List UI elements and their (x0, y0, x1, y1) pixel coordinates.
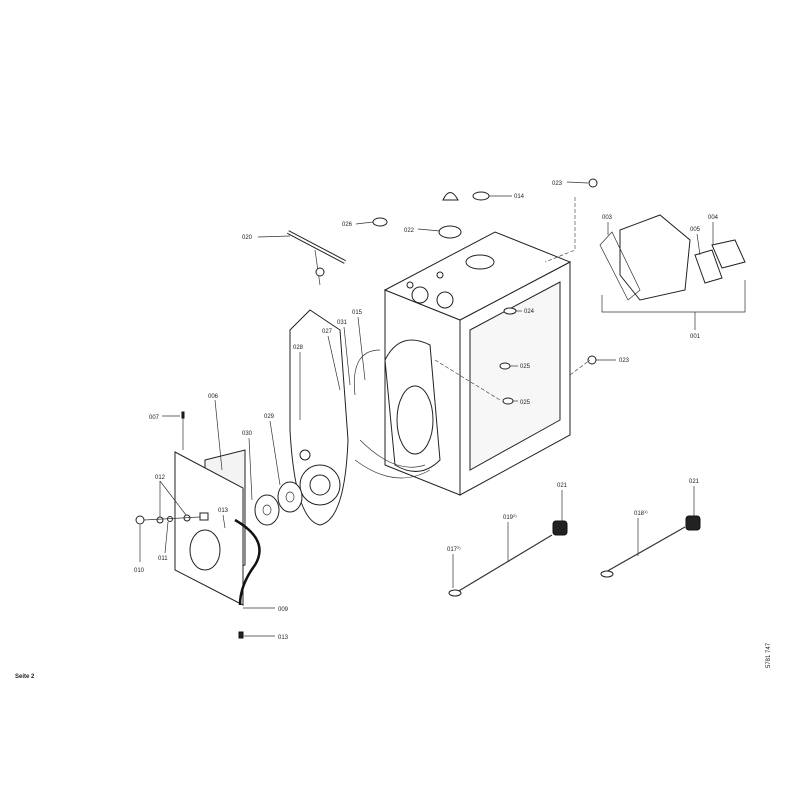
flue-adapter-001 (599, 214, 746, 313)
ring-022 (438, 225, 462, 239)
label-023: 023 (552, 181, 563, 187)
label-003: 003 (602, 215, 613, 221)
label-025: 025 (520, 400, 531, 406)
label-015: 015 (352, 310, 363, 316)
label-018: 0181) (634, 509, 648, 517)
document-number: 5781 747 (766, 642, 772, 668)
gasket-026 (372, 217, 388, 227)
label-022: 022 (404, 228, 415, 234)
washer-029 (277, 481, 303, 513)
combustion-chamber-door (384, 339, 441, 472)
label-009: 009 (278, 607, 289, 613)
label-013: 013 (218, 508, 229, 514)
label-029: 029 (264, 414, 275, 420)
label-011: 011 (158, 556, 168, 562)
leader-lines (139, 181, 714, 637)
cap-top (442, 192, 459, 201)
label-013: 013 (278, 635, 289, 641)
label-001: 001 (690, 334, 701, 340)
label-030: 030 (242, 431, 253, 437)
label-017: 0172) (447, 545, 461, 553)
nut-010 (135, 515, 145, 525)
label-025: 025 (520, 364, 531, 370)
label-028: 028 (293, 345, 304, 351)
front-plate-006 (174, 449, 246, 606)
label-006: 006 (208, 394, 219, 400)
cable-009 (234, 518, 261, 606)
label-021: 021 (557, 483, 568, 489)
distributor-pipe-020 (287, 230, 346, 286)
label-031: 031 (337, 320, 348, 326)
label-026: 026 (342, 222, 353, 228)
gasket-014 (472, 191, 490, 201)
label-019: 0192) (503, 513, 517, 521)
washer-030 (254, 494, 280, 526)
label-027: 027 (322, 329, 333, 335)
label-010: 010 (134, 568, 145, 574)
label-020: 020 (242, 235, 253, 241)
label-012: 012 (155, 475, 166, 481)
part-labels: 023 014 026 022 020 003 004 005 001 031 … (134, 181, 719, 641)
label-005: 005 (690, 227, 701, 233)
label-021: 021 (689, 479, 700, 485)
gasket-027 (353, 349, 431, 479)
label-004: 004 (708, 215, 719, 221)
label-014: 014 (514, 194, 525, 200)
label-007: 007 (149, 415, 160, 421)
label-023: 023 (619, 358, 630, 364)
page-label: Seite 2 (15, 674, 35, 680)
label-024: 024 (524, 309, 535, 315)
brush-head-021 (685, 515, 701, 531)
brush-head-021 (552, 520, 568, 536)
